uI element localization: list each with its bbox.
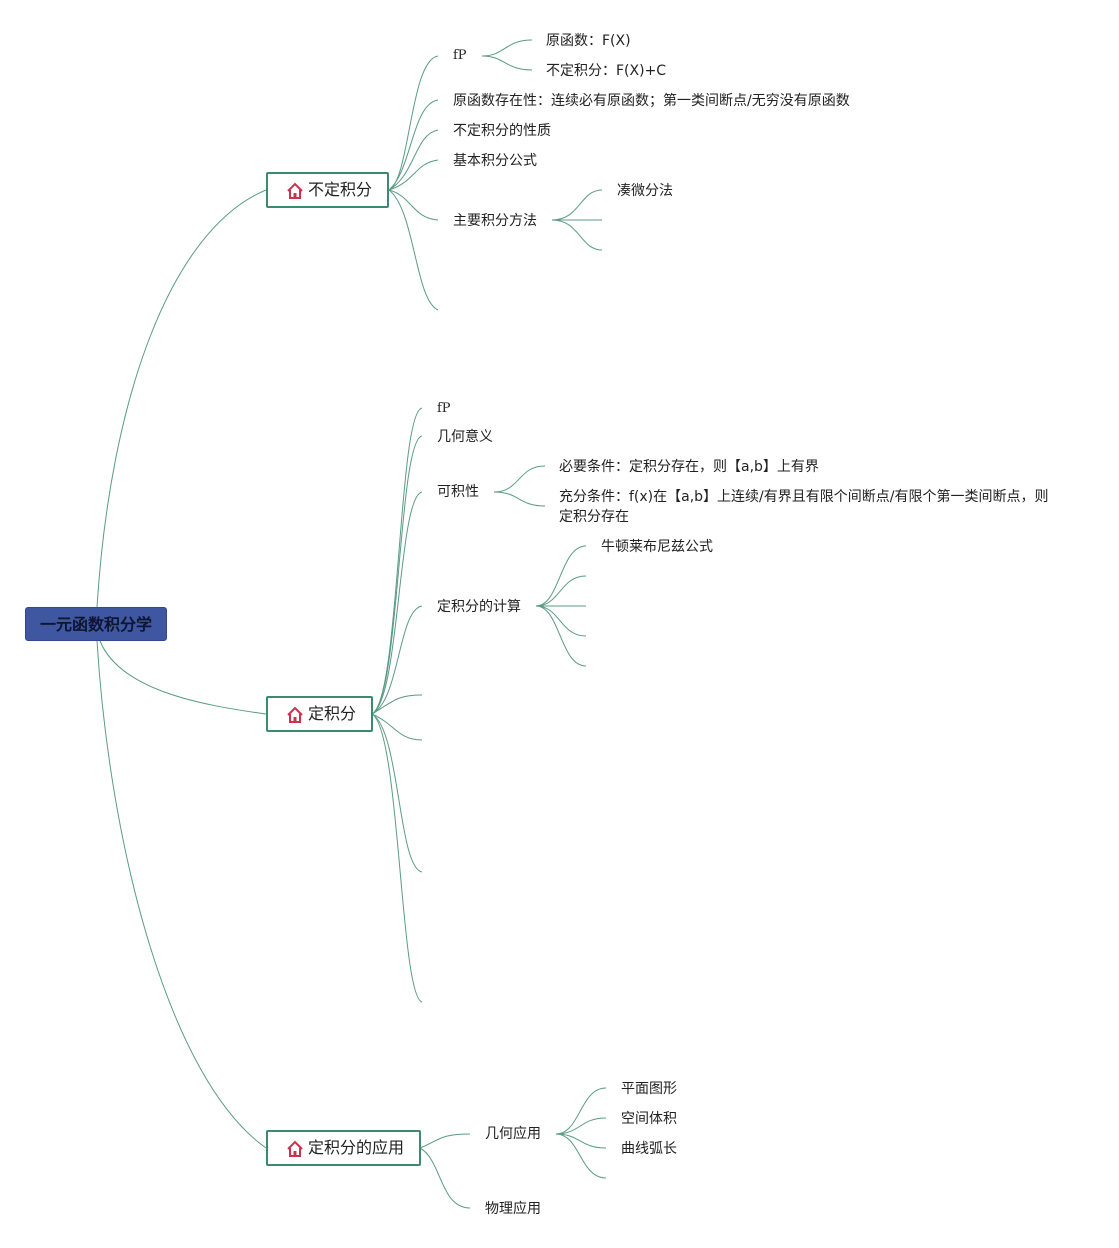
node-space-volume[interactable]: 空间体积 bbox=[621, 1111, 677, 1127]
branch-label: 定积分的应用 bbox=[308, 1138, 405, 1157]
home-icon bbox=[287, 182, 303, 199]
node-existence[interactable]: 原函数存在性：连续必有原函数；第一类间断点/无穷没有原函数 bbox=[453, 93, 850, 109]
node-integrability[interactable]: 可积性 bbox=[437, 484, 479, 500]
branch-label: 定积分 bbox=[308, 704, 357, 723]
node-geometric-meaning[interactable]: 几何意义 bbox=[437, 429, 493, 445]
node-computation[interactable]: 定积分的计算 bbox=[437, 599, 521, 615]
node-fp-definite[interactable]: fP bbox=[437, 401, 451, 416]
node-basic-formulas[interactable]: 基本积分公式 bbox=[453, 153, 537, 169]
root-node[interactable]: 一元函数积分学 bbox=[25, 607, 167, 641]
home-icon bbox=[287, 706, 303, 723]
node-fp-indefinite[interactable]: fP bbox=[453, 48, 467, 63]
home-icon bbox=[287, 1140, 303, 1157]
node-physical-application[interactable]: 物理应用 bbox=[485, 1201, 541, 1217]
node-main-methods[interactable]: 主要积分方法 bbox=[453, 213, 537, 229]
branch-indefinite-integral[interactable]: 不定积分 bbox=[266, 172, 389, 208]
node-arc-length[interactable]: 曲线弧长 bbox=[621, 1141, 677, 1157]
node-substitution[interactable]: 凑微分法 bbox=[617, 183, 673, 199]
branch-definite-integral[interactable]: 定积分 bbox=[266, 696, 373, 732]
node-antiderivative[interactable]: 原函数：F(X) bbox=[546, 33, 631, 49]
node-plane-figure[interactable]: 平面图形 bbox=[621, 1081, 677, 1097]
node-indefinite-def[interactable]: 不定积分：F(X)+C bbox=[546, 63, 667, 79]
node-sufficient-condition[interactable]: 充分条件：f(x)在【a,b】上连续/有界且有限个间断点/有限个第一类间断点，则… bbox=[559, 489, 1049, 525]
node-properties[interactable]: 不定积分的性质 bbox=[453, 123, 551, 139]
branch-label: 不定积分 bbox=[308, 180, 373, 199]
node-newton-leibniz[interactable]: 牛顿莱布尼兹公式 bbox=[601, 539, 713, 555]
node-geometric-application[interactable]: 几何应用 bbox=[485, 1126, 541, 1142]
node-necessary-condition[interactable]: 必要条件：定积分存在，则【a,b】上有界 bbox=[559, 459, 819, 475]
branch-applications[interactable]: 定积分的应用 bbox=[266, 1130, 421, 1166]
